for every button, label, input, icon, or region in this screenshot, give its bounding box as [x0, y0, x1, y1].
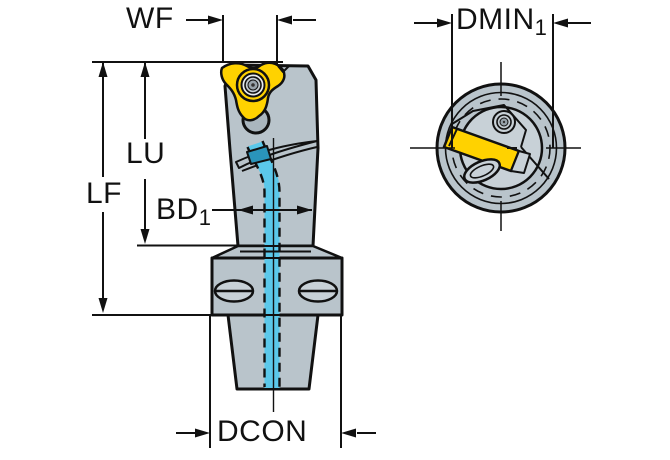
flange-screw-right	[297, 279, 339, 303]
insert-screw	[235, 67, 271, 103]
dcon-dimension	[176, 316, 376, 448]
wf-dimension	[186, 15, 316, 65]
lu-dimension	[137, 62, 238, 247]
flange-screw-left	[213, 279, 255, 303]
label-dmin1: DMIN1	[456, 3, 547, 40]
label-dcon: DCON	[217, 415, 308, 448]
head-top-notch	[277, 65, 290, 73]
label-lu: LU	[126, 137, 166, 170]
clamp-nose	[510, 150, 531, 174]
lf-dimension	[92, 62, 212, 316]
end-view-screw	[492, 110, 516, 134]
end-view	[410, 62, 581, 231]
dmin1-dimension	[414, 14, 591, 148]
coolant-nozzle	[246, 145, 272, 165]
dimension-lines	[92, 14, 591, 448]
coolant-outlet-oval	[462, 158, 502, 184]
label-lf: LF	[86, 177, 123, 210]
label-bd1: BD1	[156, 193, 211, 230]
end-view-centerlines	[410, 62, 581, 231]
side-view	[210, 61, 344, 412]
bd1-dimension	[212, 205, 312, 215]
label-wf: WF	[126, 2, 174, 35]
